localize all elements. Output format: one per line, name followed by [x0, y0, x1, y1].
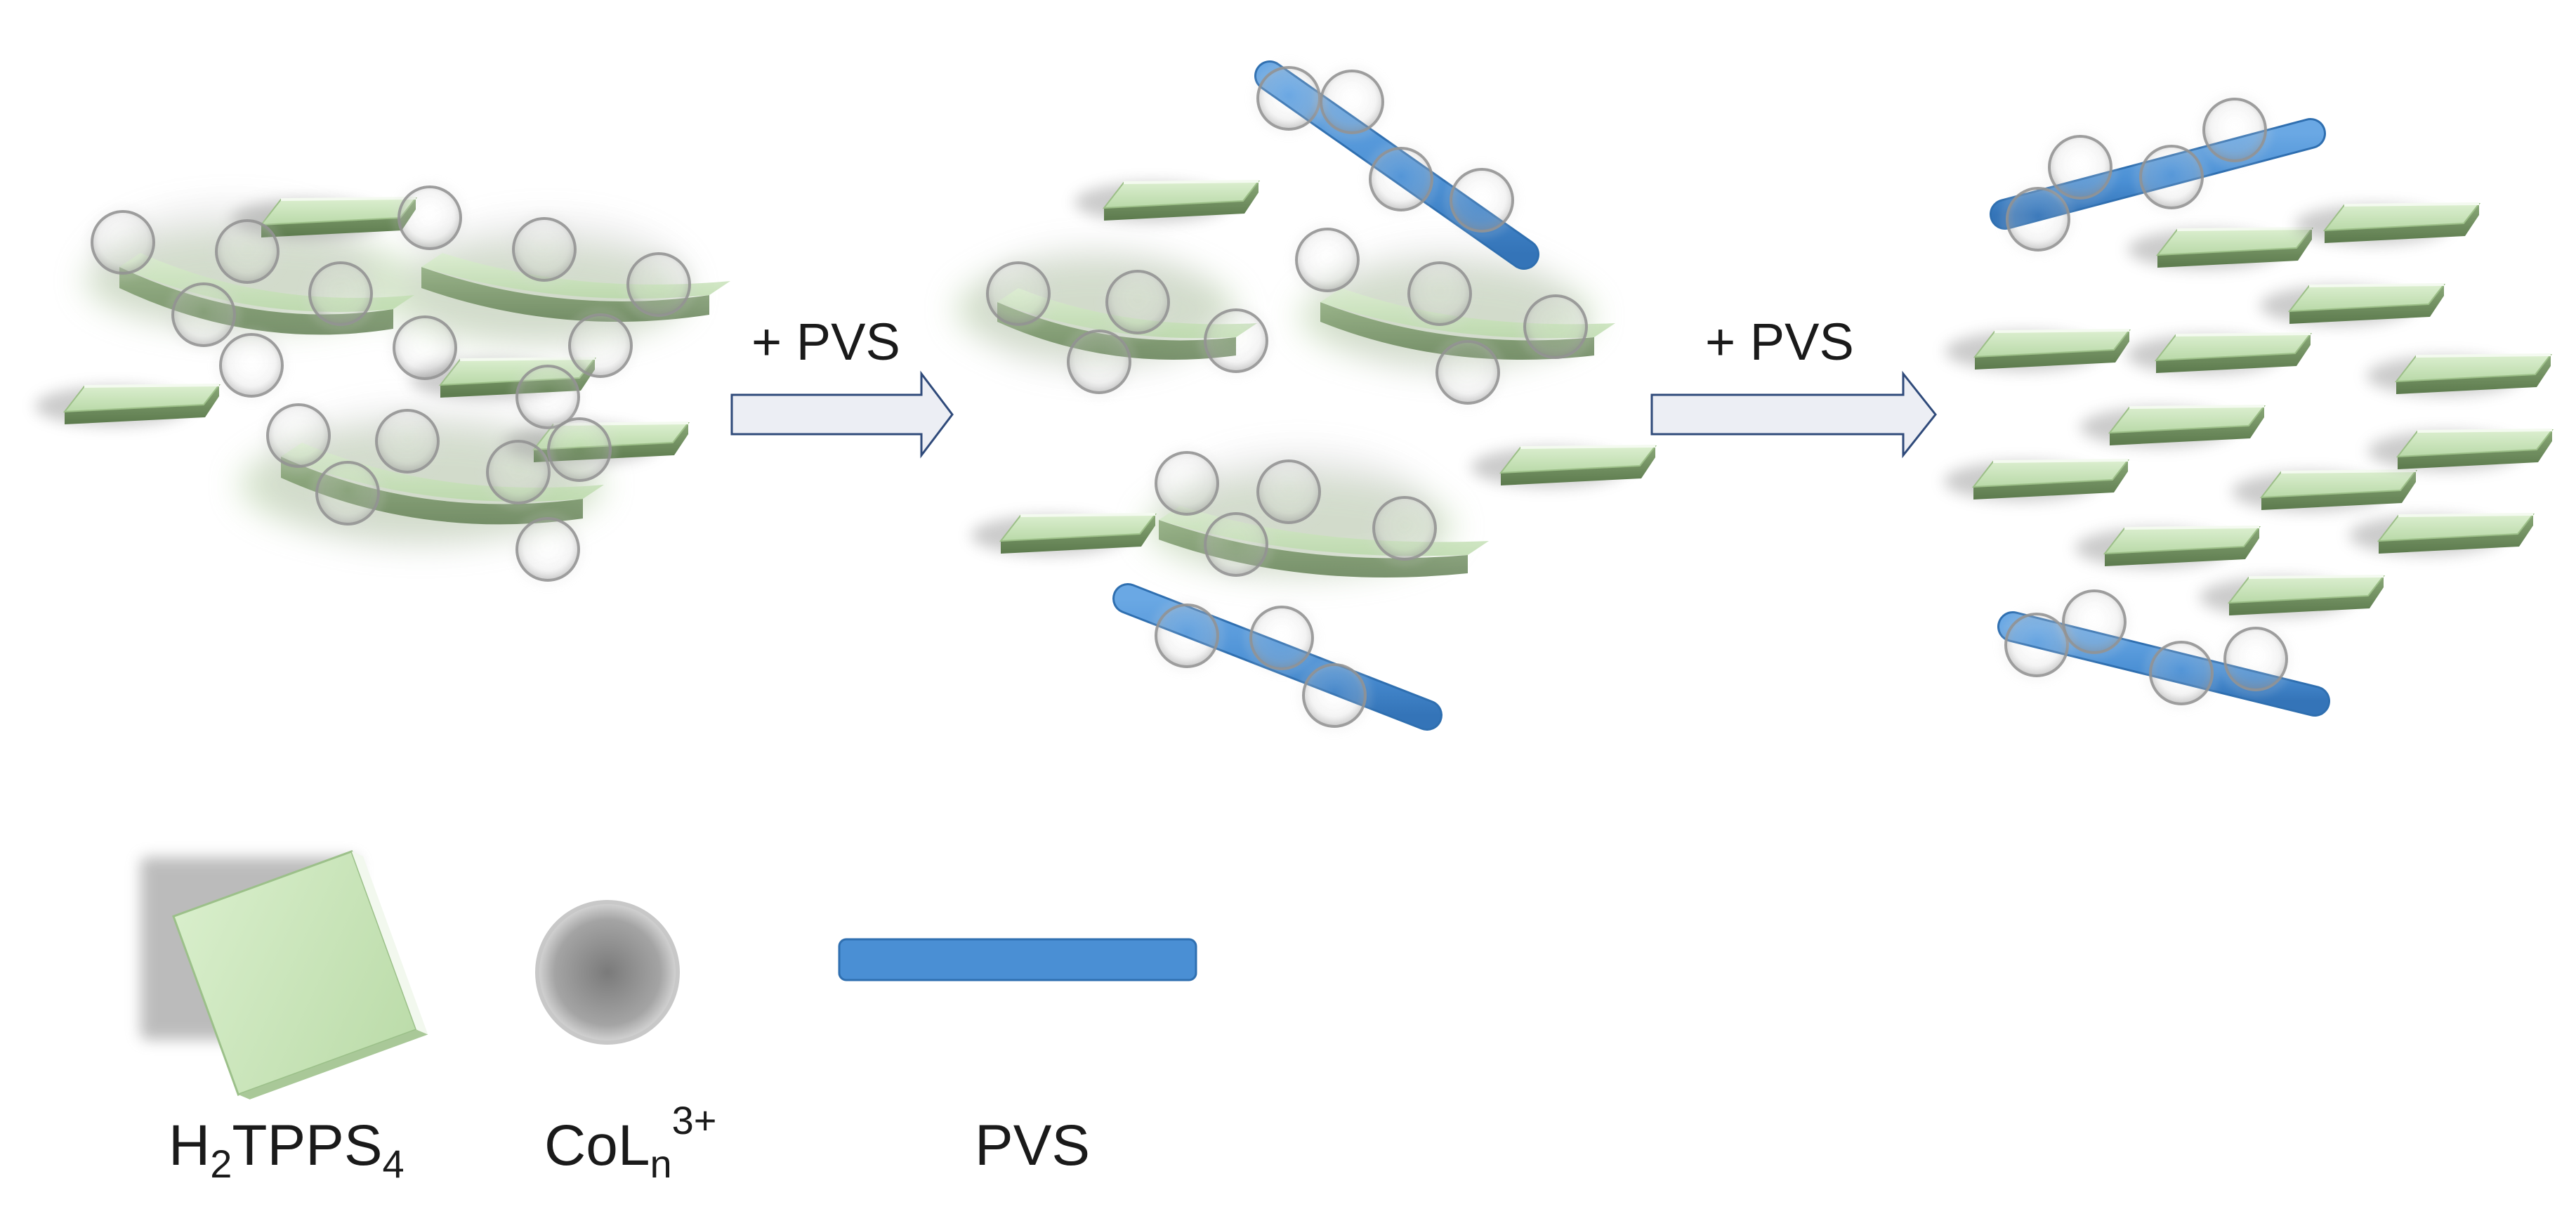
step-2-label: + PVS — [1705, 313, 1854, 371]
cobalt-sphere — [2002, 610, 2072, 680]
step-1-label: + PVS — [751, 313, 900, 371]
cobalt-sphere — [390, 313, 460, 383]
porphyrin-tile — [2200, 575, 2386, 617]
cobalt-sphere — [483, 437, 553, 507]
cobalt-sphere — [1520, 292, 1591, 362]
porphyrin-tile — [1471, 445, 1657, 487]
porphyrin-tile — [1075, 180, 1261, 222]
cobalt-sphere — [2003, 184, 2073, 254]
cobalt-sphere — [2200, 95, 2270, 165]
cobalt-sphere — [513, 514, 583, 585]
porphyrin-tile — [1944, 459, 2130, 501]
cobalt-sphere — [2146, 638, 2216, 708]
cobalt-sphere — [2221, 624, 2291, 694]
cobalt-sphere — [1152, 601, 1222, 671]
cobalt-sphere — [1292, 225, 1362, 295]
cobalt-sphere — [1247, 603, 1317, 673]
right-arrow-icon — [730, 370, 954, 459]
porphyrin-tile — [2295, 202, 2481, 244]
cobalt-sphere — [1064, 327, 1134, 397]
porphyrin-tile — [2349, 513, 2535, 555]
cobalt-sphere — [169, 280, 239, 350]
cobalt-sphere — [513, 362, 583, 432]
cobalt-complex-spheres — [88, 63, 2291, 731]
cobalt-sphere — [1317, 67, 1387, 137]
cobalt-sphere — [313, 458, 383, 528]
cobalt-sphere — [216, 330, 287, 400]
cobalt-sphere — [1254, 457, 1324, 527]
legend-cobalt-symbol — [535, 900, 680, 1045]
cobalt-sphere — [983, 259, 1053, 329]
cobalt-sphere — [1103, 267, 1173, 337]
legend-label-pvs: PVS — [975, 1114, 1090, 1177]
legend-pvs-symbol — [838, 938, 1197, 981]
cobalt-sphere — [1405, 259, 1475, 329]
porphyrin-tile — [2127, 332, 2313, 374]
cobalt-sphere — [212, 216, 282, 287]
cobalt-sphere — [565, 311, 636, 381]
cobalt-sphere — [88, 207, 158, 278]
porphyrin-tile — [2075, 526, 2261, 568]
legend: H2TPPS4 CoLn3+ PVS — [140, 850, 1197, 1186]
cobalt-sphere — [2136, 142, 2207, 212]
cobalt-sphere — [624, 249, 694, 320]
cobalt-sphere — [2059, 587, 2129, 657]
cobalt-sphere — [509, 214, 579, 285]
right-arrow-icon — [1650, 370, 1937, 459]
porphyrin-tile — [2368, 429, 2554, 471]
step-arrow-2: + PVS — [1650, 313, 1937, 459]
cobalt-sphere — [2045, 132, 2115, 202]
legend-porphyrin-symbol — [140, 850, 428, 1099]
cobalt-sphere — [305, 259, 376, 329]
porphyrin-tile — [2367, 353, 2553, 396]
cobalt-sphere — [1201, 306, 1271, 376]
cobalt-sphere — [1369, 493, 1440, 563]
porphyrin-tile — [2128, 227, 2314, 269]
cobalt-sphere — [1254, 63, 1324, 133]
cobalt-sphere — [544, 415, 615, 485]
cobalt-sphere — [1152, 448, 1222, 518]
cobalt-sphere — [395, 183, 465, 253]
porphyrin-tile — [971, 513, 1157, 555]
step-arrow-1: + PVS — [730, 313, 954, 459]
legend-label-h2tpps4: H2TPPS4 — [169, 1114, 405, 1186]
cobalt-sphere — [1299, 660, 1369, 731]
porphyrin-tile — [1945, 329, 2131, 371]
porphyrin-tile — [2260, 283, 2446, 325]
cobalt-sphere — [1447, 165, 1517, 235]
cobalt-sphere — [1366, 144, 1436, 214]
cobalt-sphere — [263, 400, 334, 471]
porphyrin-tile — [2080, 405, 2266, 447]
legend-label-coln3: CoLn3+ — [544, 1098, 716, 1186]
cobalt-sphere — [1201, 509, 1271, 580]
porphyrin-tile — [2232, 469, 2418, 511]
porphyrin-tile — [35, 384, 221, 426]
cobalt-sphere — [372, 406, 442, 476]
cobalt-sphere — [1433, 337, 1503, 407]
